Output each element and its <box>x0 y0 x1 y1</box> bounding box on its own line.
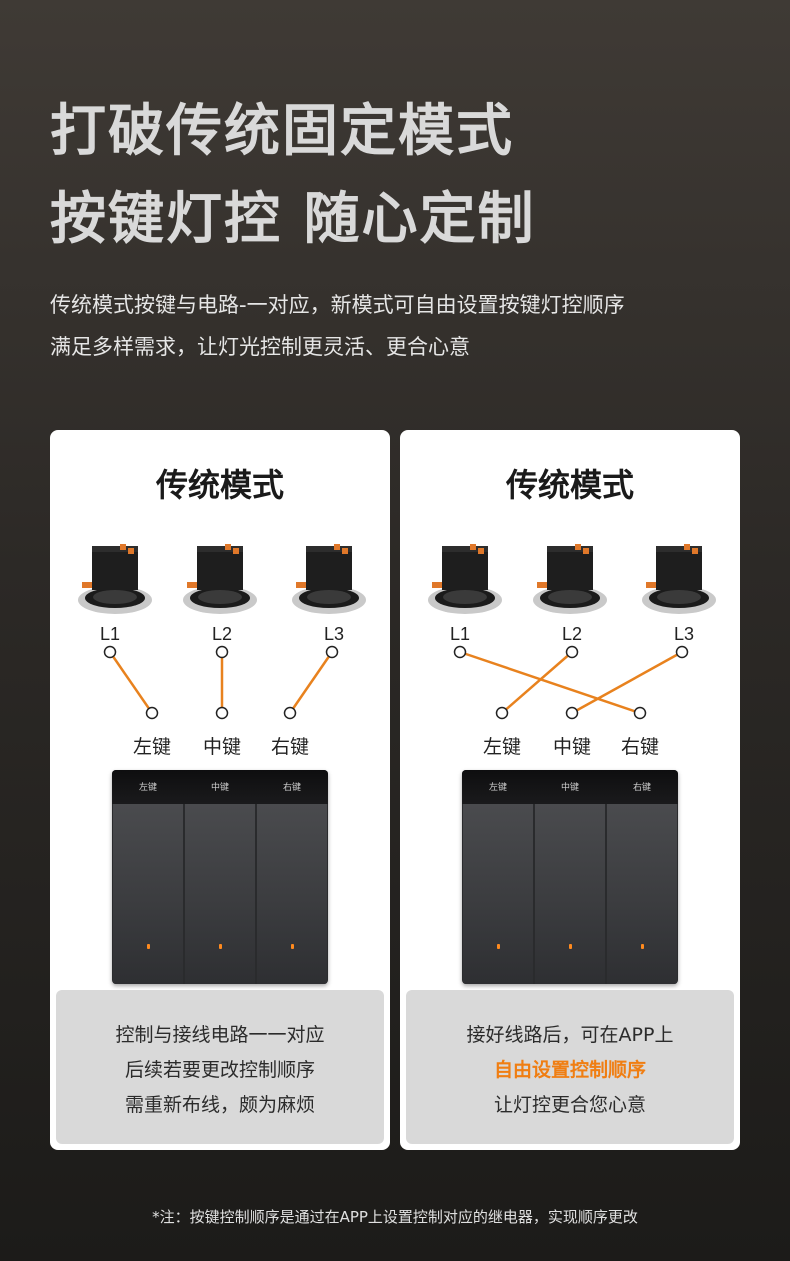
switch-label-left: 左键 <box>138 783 157 793</box>
indicator-light <box>641 944 644 949</box>
switch-key-middle <box>535 804 605 984</box>
key-label-middle: 中键 <box>202 736 241 758</box>
terminal-node <box>675 645 689 659</box>
card-title: 传统模式 <box>505 466 634 504</box>
terminal-node <box>565 706 579 720</box>
wire-l3-middle <box>571 650 683 715</box>
switch-key-left <box>113 804 183 984</box>
switch-top-bar <box>112 770 328 804</box>
note-line: 需重新布线，颇为麻烦 <box>124 1094 315 1116</box>
key-label-left: 左键 <box>132 736 171 758</box>
wire-l1-right <box>459 650 641 715</box>
terminal-node <box>145 706 159 720</box>
custom-mode-card: 传统模式 L1 L2 L3 左键 中键 右键 左键 中键 右键 接好线路后，可在… <box>400 430 740 1150</box>
lamp-label-l3: L3 <box>673 624 695 644</box>
intro-line-1: 传统模式按键与电路-一对应，新模式可自由设置按键灯控顺序 <box>50 293 625 317</box>
key-label-right: 右键 <box>620 736 659 758</box>
note-line: 控制与接线电路一一对应 <box>115 1024 325 1046</box>
lamp-label-l2: L2 <box>211 624 233 644</box>
switch-key-right <box>257 804 327 984</box>
indicator-light <box>569 944 572 949</box>
note-line: 让灯控更合您心意 <box>493 1094 646 1116</box>
switch-label-right: 右键 <box>632 783 651 793</box>
terminal-node <box>495 706 509 720</box>
switch-key-right <box>607 804 677 984</box>
key-label-middle: 中键 <box>552 736 591 758</box>
switch-label-middle: 中键 <box>560 783 579 793</box>
switch-key-middle <box>185 804 255 984</box>
intro-text: 传统模式按键与电路-一对应，新模式可自由设置按键灯控顺序 满足多样需求，让灯光控… <box>50 284 625 368</box>
note-line: 后续若要更改控制顺序 <box>124 1059 315 1081</box>
downlight-icon <box>640 538 718 618</box>
terminal-node <box>283 706 297 720</box>
indicator-light <box>497 944 500 949</box>
terminal-node <box>565 645 579 659</box>
terminal-node <box>633 706 647 720</box>
headline: 打破传统固定模式 按键灯控 随心定制 <box>50 88 536 264</box>
lamp-label-l2: L2 <box>561 624 583 644</box>
lamp-label-l3: L3 <box>323 624 345 644</box>
terminal-node <box>215 706 229 720</box>
three-gang-switch: 左键 中键 右键 <box>462 770 678 984</box>
key-label-left: 左键 <box>482 736 521 758</box>
switch-label-middle: 中键 <box>210 783 229 793</box>
indicator-light <box>291 944 294 949</box>
intro-line-2: 满足多样需求，让灯光控制更灵活、更合心意 <box>50 335 470 359</box>
wire-l2-left <box>501 651 573 714</box>
wire-l1-left <box>108 651 154 714</box>
traditional-mode-card: 传统模式 L1 L2 L3 左键 中键 右键 左键 中键 右键 控制与接线电路一… <box>50 430 390 1150</box>
card-title: 传统模式 <box>155 466 284 504</box>
downlight-icon <box>181 538 259 618</box>
note-line-highlight: 自由设置控制顺序 <box>493 1059 646 1081</box>
lamp-label-l1: L1 <box>449 624 471 644</box>
footnote: *注：按键控制顺序是通过在APP上设置控制对应的继电器，实现顺序更改 <box>152 1208 638 1226</box>
downlight-icon <box>290 538 368 618</box>
downlight-icon <box>76 538 154 618</box>
three-gang-switch: 左键 中键 右键 <box>112 770 328 984</box>
key-label-right: 右键 <box>270 736 309 758</box>
note-box: 控制与接线电路一一对应 后续若要更改控制顺序 需重新布线，颇为麻烦 <box>56 990 384 1144</box>
switch-top-bar <box>462 770 678 804</box>
downlight-icon <box>531 538 609 618</box>
terminal-node <box>453 645 467 659</box>
switch-label-right: 右键 <box>282 783 301 793</box>
indicator-light <box>219 944 222 949</box>
switch-key-left <box>463 804 533 984</box>
lamp-label-l1: L1 <box>99 624 121 644</box>
terminal-node <box>325 645 339 659</box>
terminal-node <box>215 645 229 659</box>
note-line: 接好线路后，可在APP上 <box>466 1024 674 1046</box>
switch-label-left: 左键 <box>488 783 507 793</box>
note-box: 接好线路后，可在APP上 自由设置控制顺序 让灯控更合您心意 <box>406 990 734 1144</box>
terminal-node <box>103 645 117 659</box>
headline-line-1: 打破传统固定模式 <box>50 99 514 164</box>
downlight-icon <box>426 538 504 618</box>
wire-l3-right <box>288 651 334 714</box>
headline-line-2: 按键灯控 随心定制 <box>50 187 536 252</box>
indicator-light <box>147 944 150 949</box>
